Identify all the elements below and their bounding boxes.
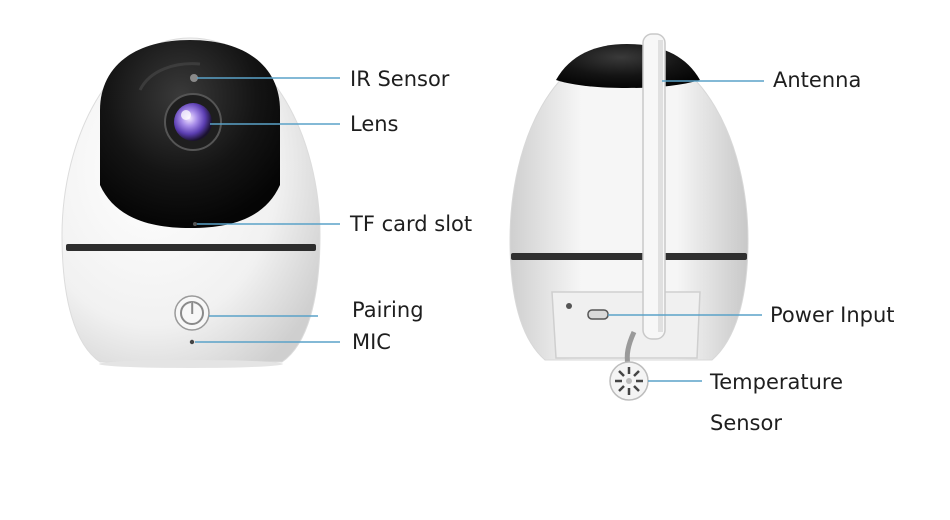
label-lens: Lens <box>350 114 399 135</box>
label-antenna: Antenna <box>773 70 861 91</box>
tf-card-slot-mark <box>193 222 197 226</box>
power-icon <box>175 296 209 330</box>
vented-sensor-icon <box>610 362 648 400</box>
front-camera-seam <box>66 244 316 251</box>
back-camera <box>510 34 748 400</box>
power-input-port <box>588 310 608 319</box>
label-power-input: Power Input <box>770 305 895 326</box>
label-mic: MIC <box>352 332 391 353</box>
lens-glare <box>181 110 191 120</box>
antenna-shade <box>658 40 663 332</box>
ir-sensor-dot <box>190 74 198 82</box>
label-pairing: Pairing <box>352 300 424 321</box>
back-panel-hole <box>566 303 572 309</box>
back-camera-seam <box>511 253 747 260</box>
lens-glass <box>174 103 212 141</box>
label-tf-card-slot: TF card slot <box>350 214 472 235</box>
label-temperature: Temperature <box>710 372 843 393</box>
mic-hole <box>190 340 194 344</box>
front-camera-base-shadow <box>99 360 283 368</box>
front-camera <box>62 38 320 368</box>
label-ir-sensor: IR Sensor <box>350 69 449 90</box>
label-sensor: Sensor <box>710 413 782 434</box>
